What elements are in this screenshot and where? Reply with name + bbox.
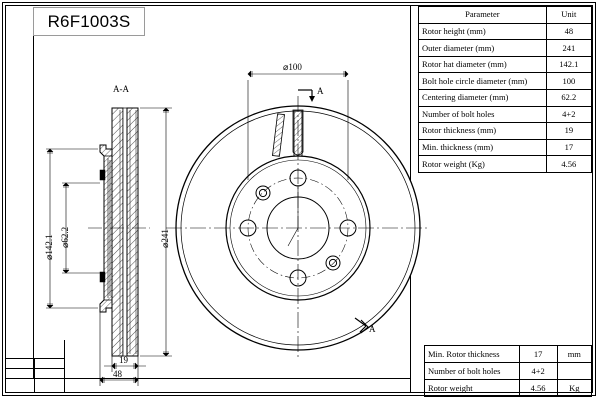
table-row: Number of bolt holes 4+2 — [418, 105, 593, 124]
part-number-box: R6F1003S — [33, 7, 145, 36]
summary-name: Rotor weight — [424, 379, 520, 397]
summary-table: Min. Rotor thickness 17 mm Number of bol… — [424, 345, 593, 397]
section-view-title: A-A — [113, 84, 129, 94]
section-cut-label-bottom: A — [369, 324, 376, 334]
summary-value: 4+2 — [518, 362, 558, 380]
parameter-table: Parameter Unit Rotor height (mm) 48 Oute… — [418, 6, 593, 173]
parameter-value: 19 — [545, 122, 593, 140]
drawing-frame-inner — [5, 5, 593, 393]
table-row: Min. thickness (mm) 17 — [418, 138, 593, 157]
frame-bottom-cell-divider-2 — [5, 368, 65, 369]
part-number-label: R6F1003S — [47, 11, 131, 31]
parameter-name: Rotor height (mm) — [418, 22, 547, 41]
dim-bolt-circle: ⌀100 — [283, 62, 302, 72]
table-row: Rotor height (mm) 48 — [418, 22, 593, 41]
parameter-name: Min. thickness (mm) — [418, 138, 547, 157]
table-row: Min. Rotor thickness 17 mm — [424, 345, 593, 363]
table-row: Outer diameter (mm) 241 — [418, 39, 593, 57]
frame-bottom-divider — [5, 378, 410, 379]
frame-vertical-divider — [410, 5, 411, 393]
frame-bottom-cell-vline-2 — [64, 340, 65, 393]
table-row: Centering diameter (mm) 62.2 — [418, 88, 593, 107]
table-row: Rotor weight 4.56 Kg — [424, 379, 593, 397]
frame-bottom-cell-divider-1 — [5, 358, 65, 359]
dim-rotor-thickness: 19 — [119, 355, 128, 365]
parameter-value: 100 — [545, 72, 593, 90]
parameter-name: Outer diameter (mm) — [418, 39, 547, 57]
dim-centering-diameter: ⌀62.2 — [60, 226, 70, 248]
summary-unit: mm — [556, 345, 593, 363]
table-row: Rotor weight (Kg) 4.56 — [418, 155, 593, 173]
table-row: Number of bolt holes 4+2 — [424, 362, 593, 380]
parameter-name: Number of bolt holes — [418, 105, 547, 124]
summary-value: 17 — [518, 345, 558, 363]
parameter-value: 48 — [545, 22, 593, 41]
parameter-name: Bolt hole circle diameter (mm) — [418, 72, 547, 90]
parameter-table-header-unit: Unit — [545, 6, 593, 24]
summary-name: Min. Rotor thickness — [424, 345, 520, 363]
parameter-value: 142.1 — [545, 55, 593, 74]
table-row: Rotor hat diameter (mm) 142.1 — [418, 55, 593, 74]
table-row: Rotor thickness (mm) 19 — [418, 122, 593, 140]
parameter-name: Rotor thickness (mm) — [418, 122, 547, 140]
dim-rotor-hat-diameter: ⌀142.1 — [44, 234, 54, 260]
drawing-left-rule — [33, 34, 34, 378]
summary-name: Number of bolt holes — [424, 362, 520, 380]
dim-rotor-height: 48 — [113, 369, 122, 379]
drawing-frame-outer — [2, 2, 596, 396]
parameter-table-header-row: Parameter Unit — [418, 6, 593, 24]
parameter-name: Rotor weight (Kg) — [418, 155, 547, 173]
parameter-value: 4.56 — [545, 155, 593, 173]
summary-unit: Kg — [556, 379, 593, 397]
parameter-name: Centering diameter (mm) — [418, 88, 547, 107]
parameter-value: 17 — [545, 138, 593, 157]
section-cut-label-top: A — [317, 86, 324, 96]
summary-value: 4.56 — [518, 379, 558, 397]
parameter-name: Rotor hat diameter (mm) — [418, 55, 547, 74]
parameter-table-header-parameter: Parameter — [418, 6, 547, 24]
dim-outer-diameter: ⌀241 — [160, 229, 170, 248]
table-row: Bolt hole circle diameter (mm) 100 — [418, 72, 593, 90]
parameter-value: 241 — [545, 39, 593, 57]
parameter-value: 62.2 — [545, 88, 593, 107]
frame-bottom-cell-vline-1 — [34, 358, 35, 393]
parameter-value: 4+2 — [545, 105, 593, 124]
summary-unit — [556, 362, 593, 380]
